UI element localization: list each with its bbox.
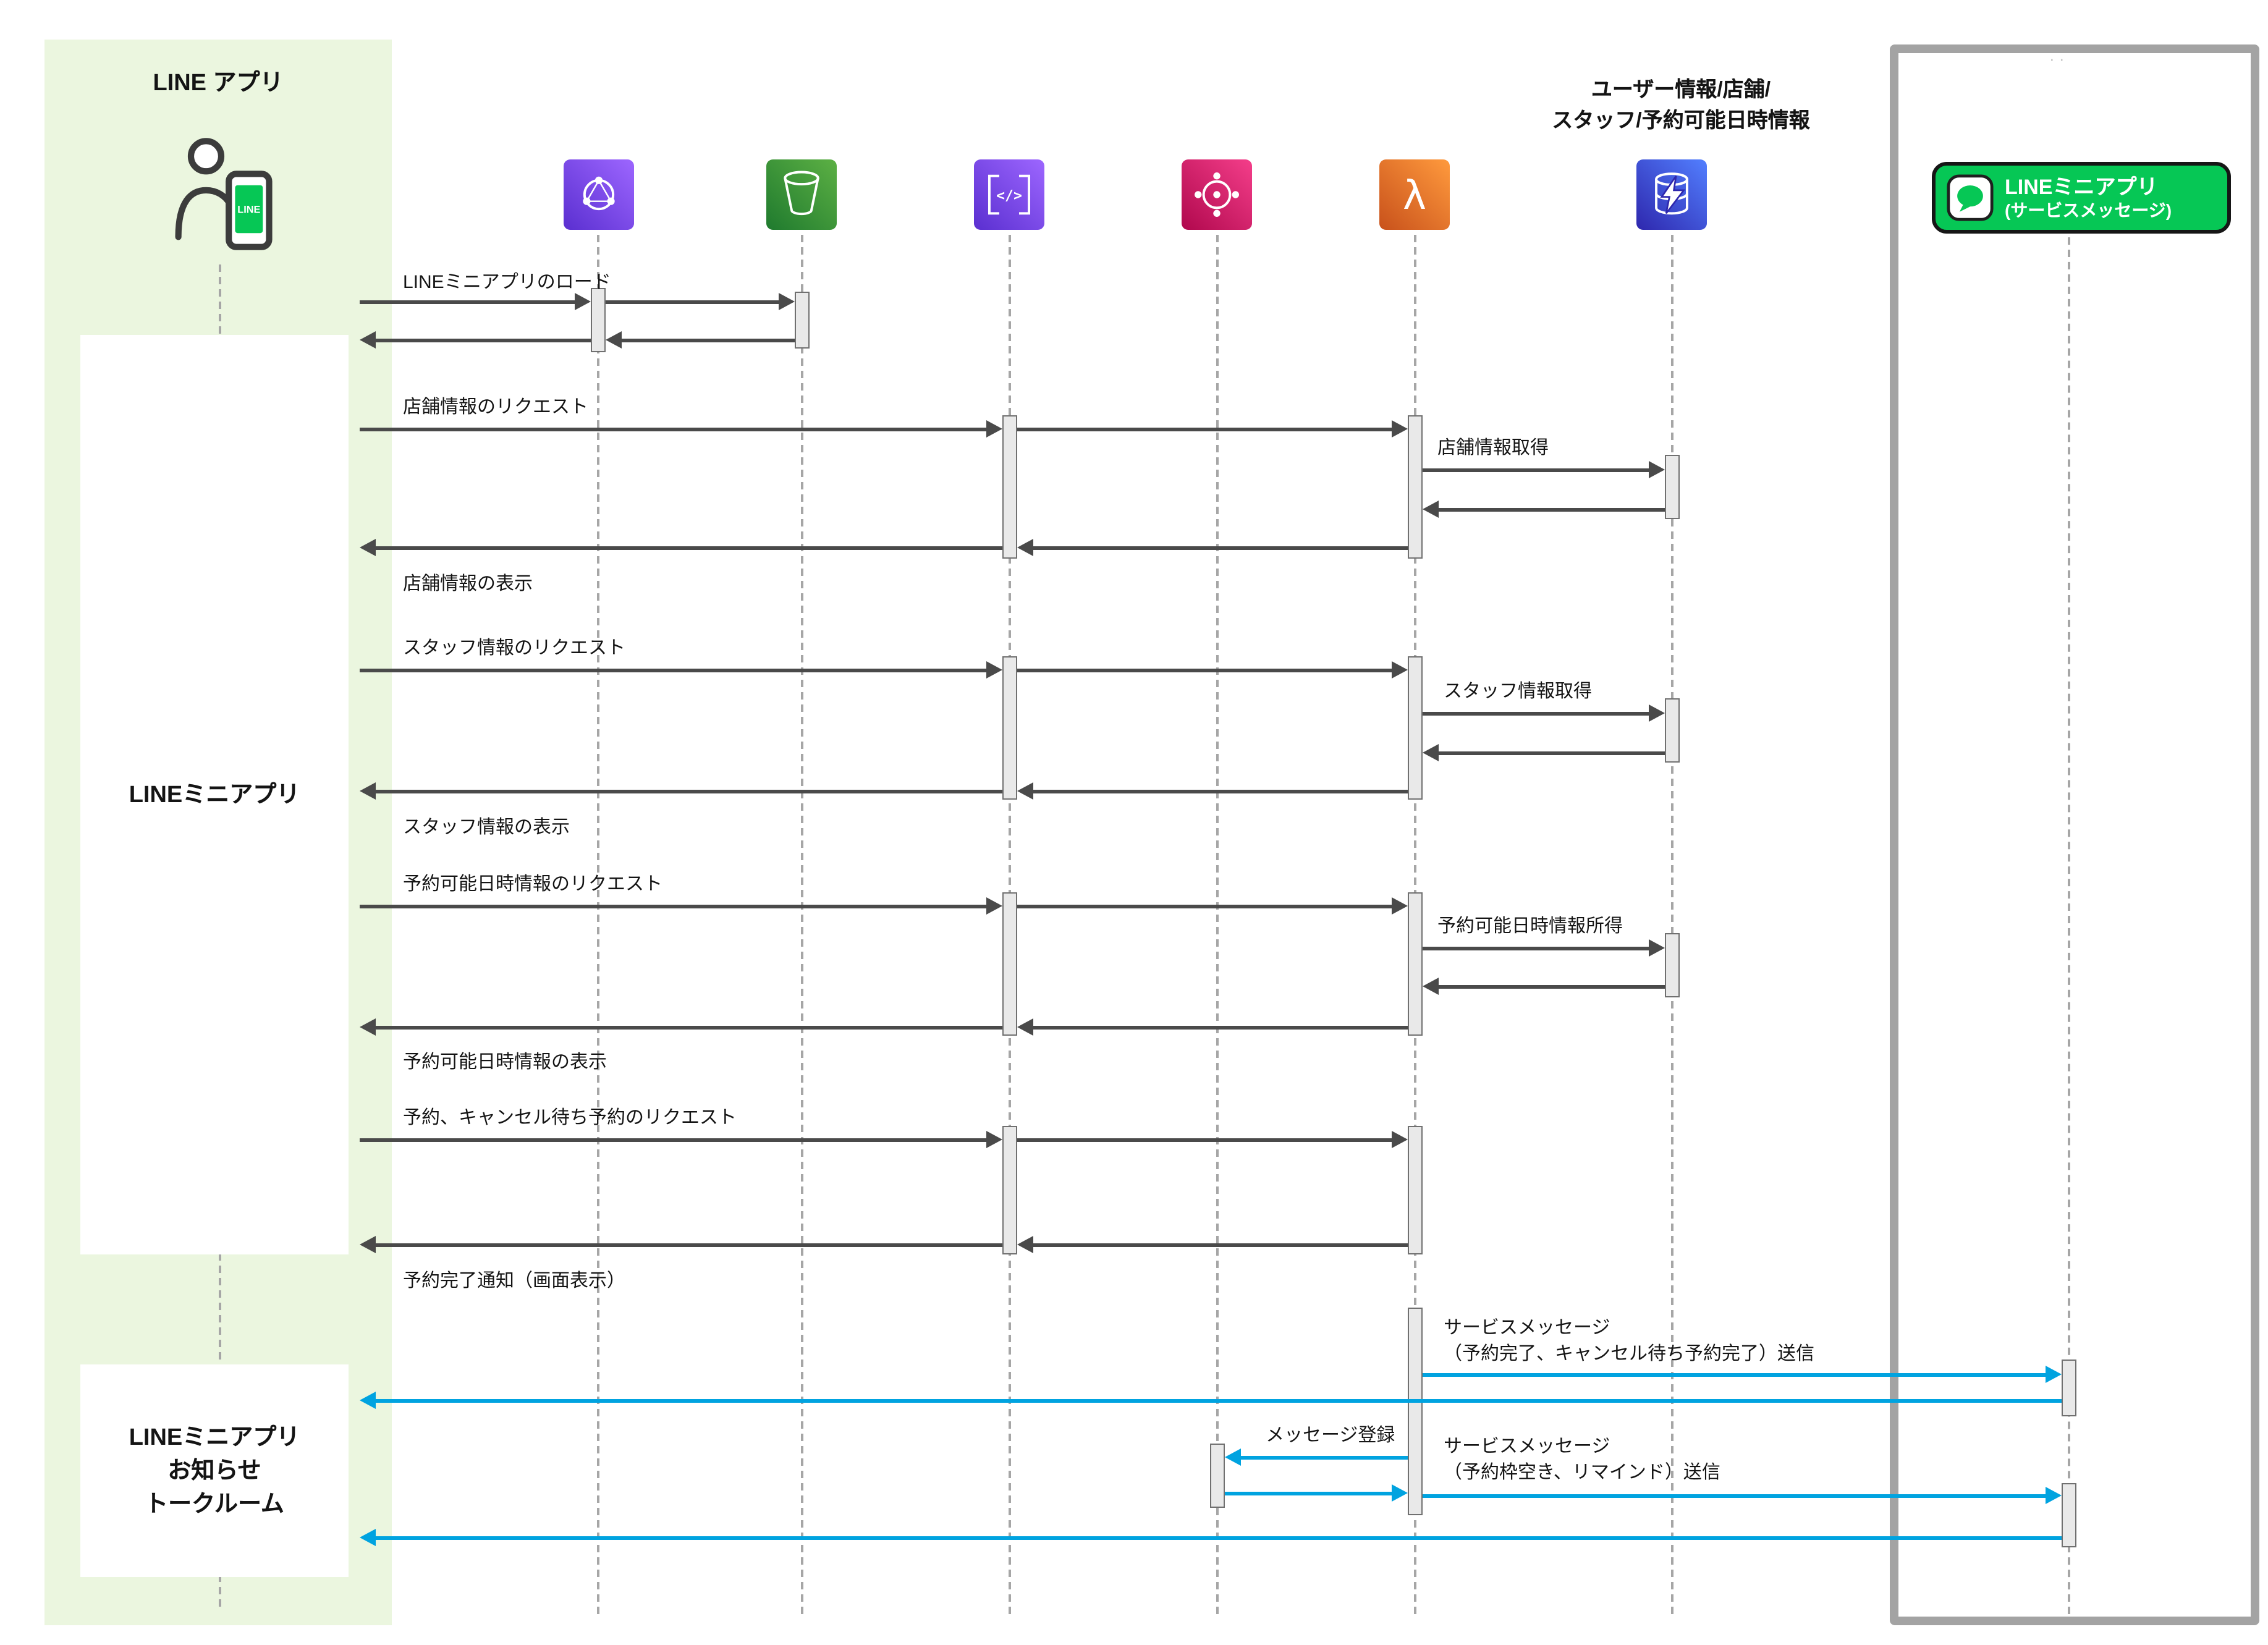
message-arrow [360, 1131, 1002, 1148]
lifeline-cloudfront [597, 235, 599, 1614]
api-gateway-icon: </> [974, 159, 1044, 230]
message-label: スタッフ情報のリクエスト [403, 638, 626, 659]
miniapp-fragment-label: LINEミニアプリ [129, 782, 300, 808]
message-arrow [360, 782, 1002, 800]
message-arrow [1423, 978, 1665, 995]
message-arrow [1017, 1131, 1408, 1148]
s3-bucket-icon [766, 159, 837, 230]
message-arrow [360, 420, 1002, 438]
lifeline-eventbridge [1216, 235, 1219, 1614]
message-label: 予約可能日時情報のリクエスト [403, 874, 663, 895]
message-arrow [360, 539, 1002, 556]
badge-subtitle: (サービスメッセージ) [2005, 200, 2172, 220]
cloudfront-icon [564, 159, 634, 230]
activation-bar [1665, 698, 1680, 763]
line-app-label: LINE アプリ [153, 70, 284, 96]
activation-bar [1408, 1126, 1423, 1254]
activation-bar [1210, 1444, 1225, 1508]
activation-bar [1002, 415, 1017, 559]
activation-bar [1408, 415, 1423, 559]
message-arrow [1423, 744, 1665, 761]
talkroom-line-2: お知らせ [167, 1458, 261, 1484]
message-label: 予約完了通知（画面表示） [403, 1271, 626, 1292]
message-label: 予約、キャンセル待ち予約のリクエスト [403, 1107, 737, 1128]
activation-bar [2062, 1483, 2076, 1547]
svg-text:LINE: LINE [237, 205, 260, 216]
eventbridge-icon [1182, 159, 1252, 230]
talkroom-line-1: LINEミニアプリ [129, 1424, 300, 1450]
message-arrow [1225, 1484, 1408, 1502]
badge-title: LINEミニアプリ [2005, 175, 2158, 199]
message-label: 予約可能日時情報の表示 [403, 1052, 607, 1073]
lifeline-line-mini-app [2068, 237, 2070, 1614]
line-service-message-panel [1890, 44, 2259, 1625]
activation-bar [1665, 933, 1680, 997]
dynamodb-icon [1636, 159, 1707, 230]
svg-text:λ: λ [1403, 172, 1426, 219]
artifact-dots: · · [2049, 49, 2065, 68]
lifeline-dynamodb [1671, 235, 1673, 1614]
message-arrow [1225, 1448, 1408, 1466]
lambda-icon: λ [1379, 159, 1450, 230]
message-arrow [1423, 704, 1665, 722]
message-arrow [360, 331, 591, 349]
message-arrow [360, 1236, 1002, 1253]
svg-text:</>: </> [996, 188, 1022, 204]
message-arrow [1423, 1487, 2062, 1504]
message-arrow [360, 1018, 1002, 1036]
user-line-app-icon: LINE [166, 131, 279, 257]
activation-bar [591, 288, 606, 352]
talkroom-fragment-box: LINEミニアプリ お知らせ トークルーム [80, 1364, 349, 1577]
message-label: サービスメッセージ（予約枠空き、リマインド）送信 [1444, 1436, 1720, 1483]
message-arrow [606, 331, 795, 349]
message-arrow [1017, 539, 1408, 556]
activation-bar [1408, 656, 1423, 800]
message-arrow [606, 293, 795, 310]
dynamodb-contents-note: ユーザー情報/店舗/ スタッフ/予約可能日時情報 [1552, 78, 1810, 132]
line-mini-app-badge: LINEミニアプリ (サービスメッセージ) [1932, 162, 2231, 234]
line-logo-icon [1947, 174, 1994, 221]
miniapp-fragment-box: LINEミニアプリ [80, 335, 349, 1254]
message-arrow [1423, 501, 1665, 518]
message-label: 予約可能日時情報所得 [1437, 916, 1623, 937]
talkroom-line-3: トークルーム [145, 1491, 284, 1517]
message-arrow [1423, 461, 1665, 478]
message-arrow [1017, 782, 1408, 800]
message-label: 店舗情報のリクエスト [403, 397, 589, 418]
activation-bar [1665, 455, 1680, 519]
message-arrow [360, 293, 591, 310]
message-arrow [360, 661, 1002, 679]
message-label: 店舗情報取得 [1437, 438, 1549, 459]
message-arrow [1017, 1018, 1408, 1036]
message-arrow [360, 897, 1002, 915]
message-arrow [360, 1392, 2062, 1409]
activation-bar [1408, 892, 1423, 1036]
activation-bar [1002, 656, 1017, 800]
activation-bar [1408, 1308, 1423, 1515]
activation-bar [1002, 892, 1017, 1036]
message-label: 店舗情報の表示 [403, 573, 533, 594]
message-arrow [1017, 420, 1408, 438]
activation-bar [1002, 1126, 1017, 1254]
message-arrow [1423, 1366, 2062, 1383]
message-label: スタッフ情報の表示 [403, 817, 570, 838]
message-arrow [1423, 939, 1665, 957]
lifeline-s3 [801, 235, 803, 1614]
message-label: LINEミニアプリのロード [403, 272, 611, 293]
message-label: スタッフ情報取得 [1444, 681, 1593, 702]
activation-bar [2062, 1360, 2076, 1416]
message-label: メッセージ登録 [1266, 1425, 1395, 1446]
message-arrow [360, 1529, 2062, 1546]
message-label: サービスメッセージ（予約完了、キャンセル待ち予約完了）送信 [1444, 1317, 1815, 1364]
message-arrow [1017, 897, 1408, 915]
activation-bar [795, 292, 810, 349]
message-arrow [1017, 1236, 1408, 1253]
message-arrow [1017, 661, 1408, 679]
